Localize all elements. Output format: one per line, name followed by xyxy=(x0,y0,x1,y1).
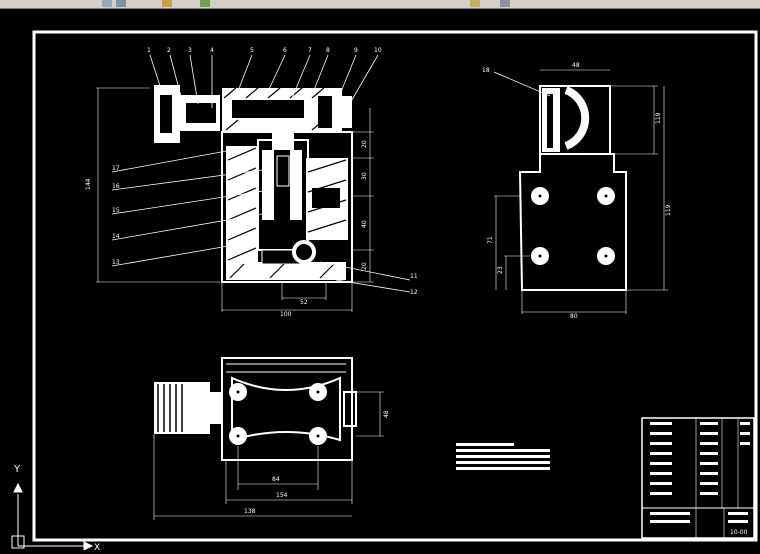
balloon-15: 15 xyxy=(112,207,120,214)
dim-side-width: 80 xyxy=(570,313,578,320)
side-view-labels: 18 48 119 119 80 71 23 xyxy=(482,62,672,320)
dim-d1: 20 xyxy=(361,140,368,148)
balloon-14: 14 xyxy=(112,233,120,240)
drawing-frame xyxy=(32,30,758,542)
ucs-y-label: Y xyxy=(13,464,21,475)
balloon-4: 4 xyxy=(210,47,214,54)
dim-side-top: 48 xyxy=(572,62,580,69)
dim-base-width: 100 xyxy=(280,311,292,318)
dim-plan-hole: 84 xyxy=(272,476,280,483)
save-icon[interactable] xyxy=(116,0,126,7)
linetype-icon[interactable] xyxy=(470,0,480,7)
balloon-17: 17 xyxy=(112,165,120,172)
balloon-5: 5 xyxy=(250,47,254,54)
front-view xyxy=(96,54,411,312)
toolbar xyxy=(0,0,760,9)
balloon-9: 9 xyxy=(354,47,358,54)
ucs-icon: Y X xyxy=(11,464,100,553)
balloon-18: 18 xyxy=(482,67,490,74)
layer-icon[interactable] xyxy=(162,0,172,7)
drawing-number: 10-00 xyxy=(730,529,748,536)
open-icon[interactable] xyxy=(102,0,112,7)
balloon-12: 12 xyxy=(410,289,418,296)
plan-view xyxy=(153,357,384,520)
balloon-8: 8 xyxy=(326,47,330,54)
balloon-3: 3 xyxy=(188,47,192,54)
dim-side-total-2: 119 xyxy=(665,204,672,216)
balloon-6: 6 xyxy=(283,47,287,54)
title-block: 10-00 xyxy=(641,417,755,539)
balloon-16: 16 xyxy=(112,183,120,190)
drawing-canvas[interactable]: 1 2 3 4 5 6 7 8 9 10 17 16 15 14 13 11 1… xyxy=(0,8,760,553)
front-view-labels: 1 2 3 4 5 6 7 8 9 10 17 16 15 14 13 11 1… xyxy=(85,47,418,318)
dim-d3: 40 xyxy=(361,220,368,228)
balloon-7: 7 xyxy=(308,47,312,54)
technical-notes xyxy=(456,443,550,470)
balloon-10: 10 xyxy=(374,47,382,54)
plan-view-labels: 84 154 138 48 xyxy=(244,410,390,515)
cad-drawing: 1 2 3 4 5 6 7 8 9 10 17 16 15 14 13 11 1… xyxy=(11,30,758,553)
dim-base-width-2: 52 xyxy=(300,299,308,306)
palette-icon[interactable] xyxy=(200,0,210,7)
balloon-1: 1 xyxy=(147,47,151,54)
dim-plan-height: 48 xyxy=(383,410,390,418)
balloon-2: 2 xyxy=(167,47,171,54)
dim-d2: 30 xyxy=(361,172,368,180)
dim-plan-total: 154 xyxy=(276,492,288,499)
dim-overall-height: 144 xyxy=(85,178,92,190)
dim-side-h1: 71 xyxy=(487,236,494,244)
dim-side-h2: 23 xyxy=(497,266,504,274)
balloon-11: 11 xyxy=(410,273,418,280)
dim-plan-length: 138 xyxy=(244,508,256,515)
balloon-13: 13 xyxy=(112,259,120,266)
dim-d4: 20 xyxy=(361,262,368,270)
properties-icon[interactable] xyxy=(500,0,510,7)
dim-side-total: 119 xyxy=(655,112,662,124)
ucs-x-label: X xyxy=(94,543,100,550)
side-view xyxy=(493,69,668,314)
